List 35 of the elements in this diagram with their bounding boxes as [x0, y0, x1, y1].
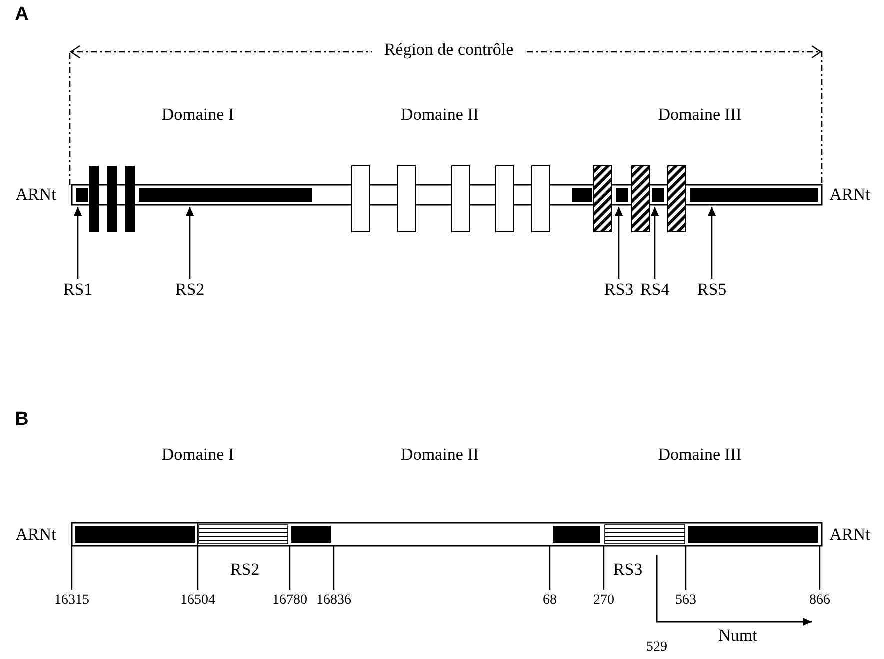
trna-label: ARNt [830, 525, 870, 545]
leader-arrow [708, 207, 716, 279]
leader-arrow [651, 207, 659, 279]
trna-label: ARNt [16, 185, 56, 205]
position-number: 563 [676, 592, 696, 610]
domain-label: Domaine III [658, 445, 742, 465]
segment-label: RS3 [604, 280, 634, 300]
panel-letter: A [15, 5, 29, 25]
trna-label: ARNt [830, 185, 870, 205]
position-number: 16315 [54, 592, 90, 610]
position-number: 866 [810, 592, 830, 610]
position-number: 270 [594, 592, 614, 610]
segment-label: RS2 [175, 280, 205, 300]
domain-label: Domaine II [401, 445, 479, 465]
position-number: 529 [646, 639, 668, 657]
domain-label: Domaine I [162, 445, 234, 465]
segment-label: RS2 [230, 560, 260, 580]
position-number: 16780 [272, 592, 308, 610]
panel-letter: B [15, 410, 29, 430]
region-label: Région de contrôle [384, 40, 514, 60]
segment-label: RS3 [613, 560, 643, 580]
numt-label: Numt [718, 626, 758, 646]
position-number: 16504 [180, 592, 216, 610]
leader-arrow [74, 207, 82, 279]
segment-label: RS1 [63, 280, 93, 300]
position-number: 16836 [316, 592, 352, 610]
domain-label: Domaine III [658, 105, 742, 125]
leader-arrow [186, 207, 194, 279]
leader-arrow [615, 207, 623, 279]
segment-label: RS5 [697, 280, 727, 300]
domain-label: Domaine II [401, 105, 479, 125]
position-number: 68 [543, 592, 557, 610]
trna-label: ARNt [16, 525, 56, 545]
domain-label: Domaine I [162, 105, 234, 125]
segment-label: RS4 [640, 280, 670, 300]
